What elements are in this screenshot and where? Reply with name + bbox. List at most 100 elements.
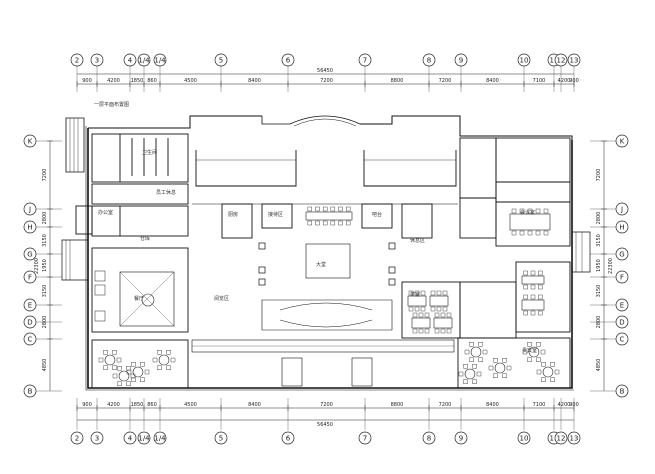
grid-bubble-top: 1/4	[153, 53, 167, 92]
grid-label-right: K	[620, 138, 625, 146]
round-table-set	[126, 362, 150, 382]
grid-bubble-top: 7	[358, 53, 372, 92]
bottom-segment-dimension: 900	[82, 402, 92, 408]
grid-label-left: F	[28, 274, 32, 282]
column	[388, 278, 396, 286]
grid-bubble-bottom: 1/4	[137, 398, 151, 445]
grid-label-bottom: 11	[550, 435, 559, 443]
label-staff: 员工休息	[156, 189, 176, 196]
grid-bubble-right: F	[590, 270, 629, 284]
grid-label-bottom: 3	[95, 435, 99, 443]
round-table-set	[152, 350, 176, 370]
grid-bubble-right: B	[590, 384, 629, 398]
grid-label-left: E	[28, 302, 32, 310]
grid-label-top: 13	[570, 57, 579, 65]
grid-bubble-right: K	[590, 134, 629, 148]
round-table-set	[464, 342, 488, 362]
column	[258, 278, 266, 286]
left-segment-dimension: 2800	[42, 212, 48, 225]
label-tea: 茶室	[410, 291, 420, 298]
grid-bubble-top: 10	[517, 53, 531, 92]
room-text: 卫生间 员工休息 办公室 仓库 厨房 大堂 接待区 会议室 吧台 餐厅 阅览区 …	[94, 101, 537, 354]
grid-bubble-top: 6	[281, 53, 295, 92]
top-segment-dimension: 7200	[439, 78, 452, 84]
grid-label-bottom: 1/4	[138, 435, 150, 443]
round-table-set	[112, 366, 136, 386]
label-storage: 仓库	[140, 235, 150, 242]
bottom-segment-dimension: 1850	[131, 402, 144, 408]
grid-label-right: H	[619, 224, 624, 232]
grid-bubble-top: 5	[214, 53, 228, 92]
grid-label-top: 7	[363, 57, 367, 65]
grid-label-bottom: 6	[286, 435, 291, 443]
bottom-total-dimension: 56450	[317, 422, 333, 428]
bottom-segment-dimension: 7200	[439, 402, 452, 408]
building-outline	[61, 115, 591, 391]
grid-label-left: D	[27, 319, 32, 327]
right-segment-dimension: 1950	[596, 259, 602, 272]
rect-table-set	[407, 290, 427, 312]
grid-bubble-top: 2	[70, 53, 84, 92]
grid-label-right: F	[620, 274, 624, 282]
top-segment-dimension: 7200	[320, 78, 333, 84]
grid-label-top: 3	[95, 57, 99, 65]
right-grid-bubbles: K JH G F E DC B	[590, 134, 629, 398]
grid-bubble-top: 9	[454, 53, 468, 92]
right-segment-dimension: 4850	[596, 359, 602, 372]
grid-label-right: B	[620, 388, 625, 396]
grid-label-top: 9	[459, 57, 463, 65]
column	[258, 242, 266, 250]
grid-bubble-right: C	[590, 332, 629, 346]
right-segment-dimension: 3150	[596, 234, 602, 247]
grid-bubble-left: F	[23, 270, 62, 284]
grid-bubble-bottom: 4	[123, 398, 137, 445]
grid-label-left: K	[28, 138, 33, 146]
grid-bubble-bottom: 12	[554, 398, 568, 445]
grid-bubble-right: J	[590, 202, 629, 216]
top-segment-dimension: 8800	[391, 78, 404, 84]
top-segment-dimension: 7100	[533, 78, 546, 84]
grid-label-bottom: 2	[75, 435, 79, 443]
grid-bubble-left: B	[23, 384, 62, 398]
grid-bubble-right: D	[590, 315, 629, 329]
grid-label-bottom: 5	[219, 435, 223, 443]
right-segment-dimension: 3150	[596, 285, 602, 298]
grid-label-left: G	[27, 251, 32, 259]
bottom-segment-dimension: 8400	[486, 402, 499, 408]
rect-table-set	[429, 290, 449, 312]
grid-bubble-left: K	[23, 134, 62, 148]
grid-label-right: D	[619, 319, 624, 327]
column	[388, 266, 396, 274]
grid-bubble-bottom: 10	[517, 398, 531, 445]
grid-label-right: E	[620, 302, 624, 310]
bottom-segment-dimension: 7200	[320, 402, 333, 408]
bottom-segment-dimension: 4200	[107, 402, 120, 408]
grid-label-bottom: 7	[363, 435, 367, 443]
grid-bubble-bottom: 13	[567, 398, 581, 445]
grid-bubble-left: D	[23, 315, 62, 329]
grid-label-right: G	[619, 251, 624, 259]
round-table-set	[522, 342, 546, 362]
bottom-segment-dimension: 860	[147, 402, 157, 408]
top-segment-dimension: 900	[82, 78, 92, 84]
round-table-set	[536, 362, 560, 382]
rect-table-set	[521, 270, 545, 290]
label-vip: 贵宾室	[522, 347, 537, 354]
grid-label-bottom: 10	[520, 435, 529, 443]
armchair	[94, 284, 106, 296]
rect-table-set	[433, 312, 453, 334]
bottom-segment-dimension: 8400	[248, 402, 261, 408]
grid-label-top: 1/4	[154, 57, 166, 65]
grid-bubble-right: G	[590, 247, 629, 261]
grid-bubble-left: C	[23, 332, 62, 346]
grid-bubble-left: G	[23, 247, 62, 261]
rect-table-set	[305, 206, 353, 226]
right-segment-dimension: 2800	[596, 212, 602, 225]
label-toilet: 卫生间	[142, 149, 157, 156]
grid-bubble-left: H	[23, 220, 62, 234]
label-reading: 阅览区	[214, 295, 229, 302]
